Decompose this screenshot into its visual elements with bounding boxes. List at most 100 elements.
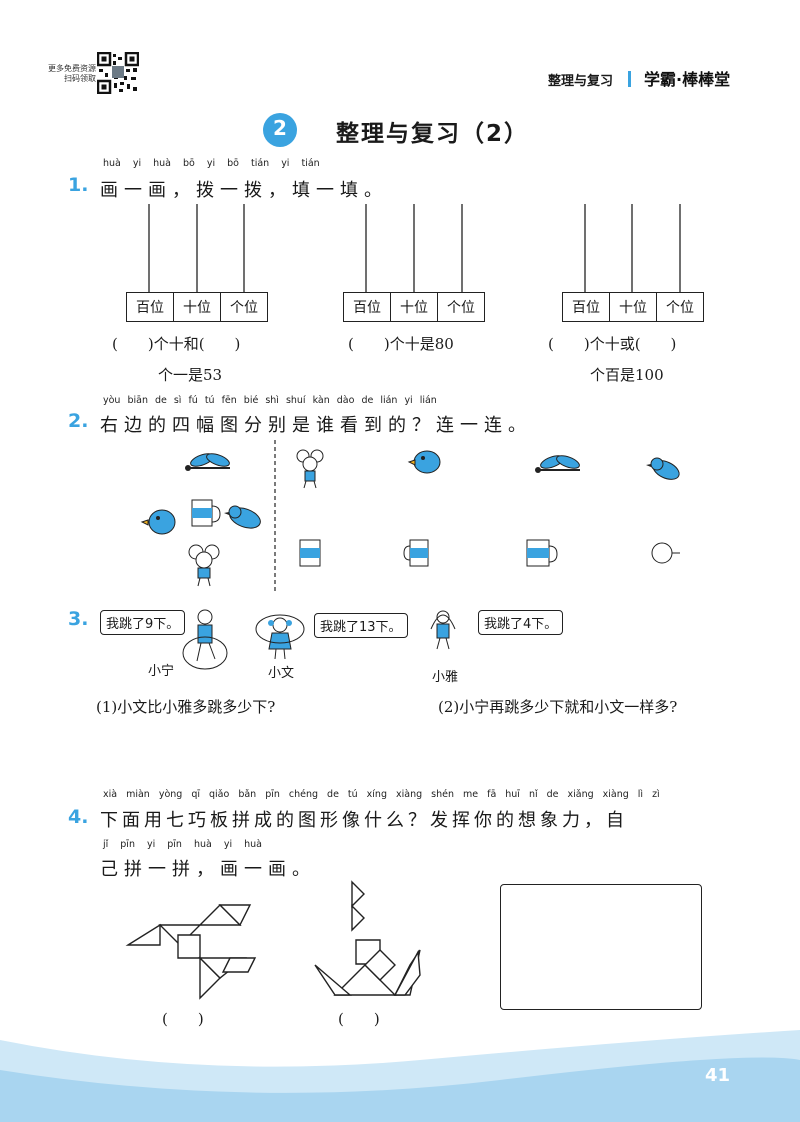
pinyin-syllable: bō [183, 158, 195, 169]
dragonfly-view-icon [535, 455, 580, 473]
tangram-bird-icon [125, 904, 257, 1000]
qr-code[interactable] [97, 52, 139, 94]
pinyin-syllable: shén [431, 789, 454, 800]
pinyin-syllable: dào [336, 395, 355, 406]
pinyin-syllable: huà [153, 158, 172, 169]
mouse-view-icon [296, 449, 324, 489]
pinyin-syllable: qī [191, 789, 201, 800]
pinyin-syllable: xià [103, 789, 118, 800]
q1-text: 画一画，拨一拨，填一填。 [100, 180, 388, 201]
footer-wave [0, 1030, 800, 1122]
q2-number: 2. [68, 410, 89, 432]
abacus-base-2: 百位 十位 个位 [343, 292, 485, 322]
pinyin-syllable: de [327, 789, 339, 800]
speech-bubble-xiaoya: 我跳了4下。 [478, 610, 564, 635]
q3-number: 3. [68, 608, 89, 630]
pinyin-syllable: yi [223, 839, 233, 850]
q1-number: 1. [68, 174, 89, 196]
pinyin-syllable: tián [250, 158, 270, 169]
kid-name-xiaoya: 小雅 [432, 670, 459, 685]
page-number: 41 [705, 1065, 731, 1086]
q2-text: 右边的四幅图分别是谁看到的？连一连。 [100, 415, 532, 436]
cup-side-view-icon [526, 539, 558, 567]
place-label-hundreds: 百位 [563, 293, 610, 321]
q1-answer-3[interactable]: ( )个十或( ) [548, 335, 677, 353]
q3-sub-1: (1)小文比小雅多跳多少下? [96, 698, 276, 716]
tangram-figures [125, 880, 421, 1000]
pinyin-syllable: me [462, 789, 479, 800]
brand-mark-icon [628, 71, 641, 87]
pinyin-syllable: kàn [312, 395, 330, 406]
pinyin-syllable: xíng [366, 789, 387, 800]
place-label-tens: 十位 [610, 293, 657, 321]
pinyin-syllable: huà [193, 839, 212, 850]
bird-front-icon [140, 509, 176, 535]
dragonfly-icon [185, 453, 230, 471]
place-label-hundreds: 百位 [127, 293, 174, 321]
q1-answer-2[interactable]: ( )个十是80 [348, 335, 454, 353]
lesson-badge-icon [263, 113, 297, 147]
pinyin-syllable: shì [265, 395, 279, 406]
q1-answer-1[interactable]: ( )个十和( ) [112, 335, 241, 353]
pinyin-syllable: jǐ [103, 839, 109, 850]
pinyin-syllable: huà [244, 839, 262, 850]
pinyin-syllable: zì [652, 789, 660, 800]
pinyin-syllable: biān [127, 395, 148, 406]
kid-xiaowen-icon [255, 614, 305, 660]
lesson-number: 2 [273, 116, 287, 140]
q4-text-line1: 下面用七巧板拼成的图形像什么？发挥你的想象力，自 [100, 810, 628, 831]
tangram-boat-icon [314, 880, 421, 996]
pinyin-syllable: yi [132, 158, 142, 169]
pinyin-syllable: lián [380, 395, 398, 406]
pinyin-syllable: nǐ [528, 789, 538, 800]
cup-angle-view-icon [403, 539, 429, 567]
pinyin-syllable: sì [173, 395, 182, 406]
place-label-tens: 十位 [391, 293, 438, 321]
q1-answer-3-cont: 个百是100 [590, 366, 664, 384]
pinyin-syllable: yi [404, 395, 413, 406]
jump-rope-kids [182, 609, 456, 670]
pinyin-syllable: yòu [103, 395, 121, 406]
pinyin-syllable: miàn [126, 789, 150, 800]
abacus-base-1: 百位 十位 个位 [126, 292, 268, 322]
place-label-hundreds: 百位 [344, 293, 391, 321]
cup-icon [191, 499, 221, 527]
mouse-icon [188, 544, 220, 587]
pinyin-syllable: de [361, 395, 374, 406]
q2-figures [140, 440, 680, 592]
pinyin-syllable: yòng [158, 789, 183, 800]
q1-answer-1-cont: 个一是53 [158, 366, 223, 384]
abacus-base-3: 百位 十位 个位 [562, 292, 704, 322]
q4-answer-2[interactable]: ( ) [338, 1010, 380, 1028]
pinyin-syllable: pīn [265, 789, 280, 800]
cup-top-view-icon [651, 542, 680, 564]
q4-text-line2: 己拼一拼，画一画。 [100, 859, 316, 880]
pinyin-syllable: fā [487, 789, 497, 800]
pinyin-syllable: fú [188, 395, 198, 406]
pinyin-syllable: bō [227, 158, 239, 169]
pinyin-syllable: tián [301, 158, 320, 169]
drawing-box[interactable] [500, 884, 702, 1010]
pinyin-syllable: tú [347, 789, 358, 800]
bird-side-view-icon [646, 457, 680, 480]
q4-number: 4. [68, 806, 89, 828]
abacus-rods [148, 204, 681, 292]
bird-side-icon [224, 505, 261, 529]
section-header: 整理与复习 [548, 74, 614, 89]
place-label-ones: 个位 [230, 300, 258, 316]
pinyin-syllable: xiàng [396, 789, 423, 800]
pinyin-syllable: yi [146, 839, 156, 850]
pinyin-syllable: huī [505, 789, 520, 800]
kid-xiaoya-icon [430, 610, 456, 650]
cup-front-view-icon [299, 539, 321, 567]
pinyin-syllable: huà [103, 158, 121, 169]
speech-bubble-xiaoning: 我跳了9下。 [100, 610, 186, 635]
pinyin-syllable: xiǎng [567, 789, 594, 800]
q4-answer-1[interactable]: ( ) [162, 1010, 204, 1028]
pinyin-syllable: xiàng [602, 789, 629, 800]
speech-bubble-xiaowen: 我跳了13下。 [314, 613, 408, 638]
